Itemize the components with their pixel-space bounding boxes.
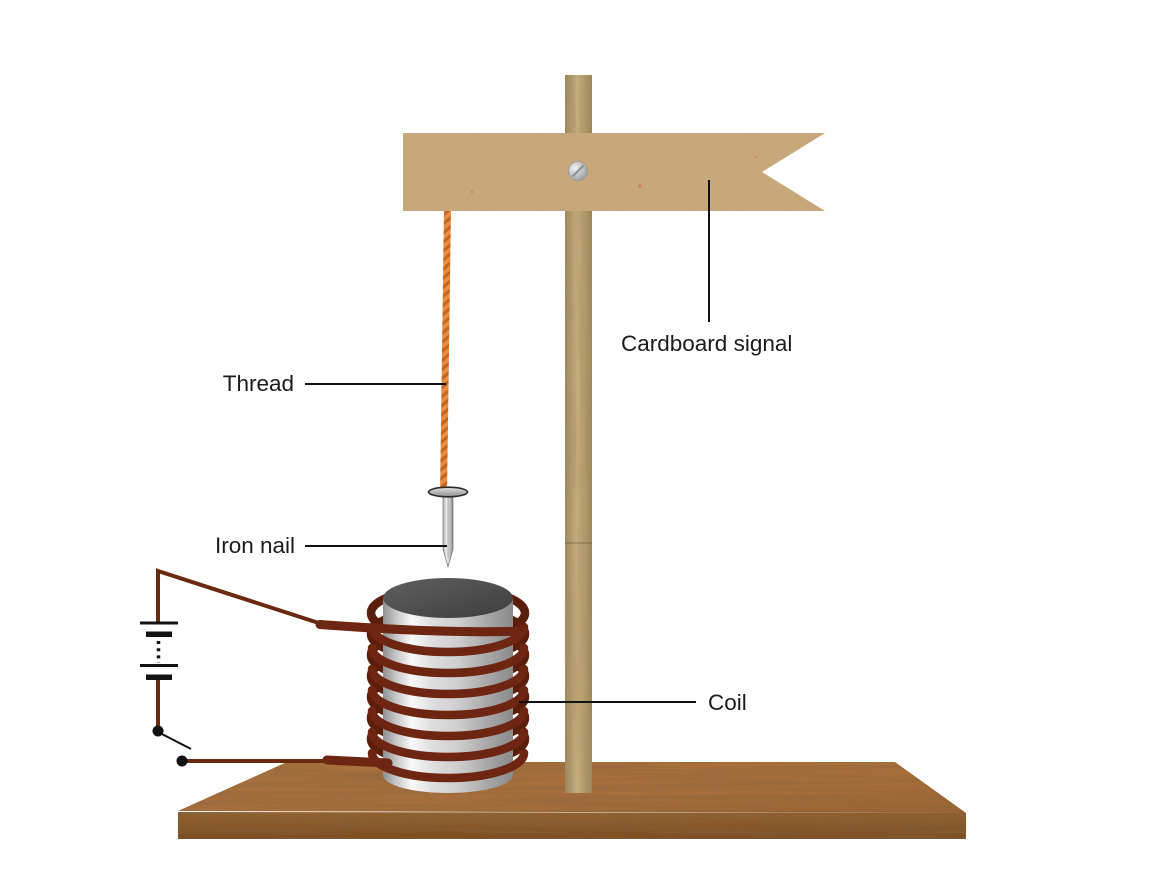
- coil-turn: [367, 727, 529, 762]
- coil-turn: [367, 643, 529, 678]
- iron-nail: [427, 486, 469, 569]
- label-iron-nail: Iron nail: [215, 533, 295, 558]
- coil-lead-bottom: [322, 755, 393, 768]
- pin-slot: [571, 164, 585, 178]
- nail-head: [427, 486, 469, 498]
- battery-plate-short: [146, 674, 172, 680]
- coil-turn: [367, 664, 529, 699]
- battery-plate-long: [140, 664, 178, 667]
- coil-turn: [367, 622, 529, 657]
- speck: [470, 190, 474, 194]
- switch-contact-dot: [176, 755, 188, 767]
- cardboard-signal: [403, 133, 825, 211]
- coil-turn: [367, 685, 529, 720]
- battery-plate-long: [140, 621, 178, 625]
- wire-top: [156, 568, 329, 628]
- label-thread: Thread: [223, 371, 294, 396]
- switch-open: [152, 725, 192, 767]
- label-cardboard-signal: Cardboard signal: [621, 331, 792, 356]
- cylinder-top-face: [383, 578, 513, 618]
- coil-lead-top: [315, 620, 527, 637]
- switch-arm: [159, 732, 192, 750]
- coil-turn: [367, 706, 529, 741]
- cardboard-flag: [403, 133, 825, 211]
- speck: [638, 184, 642, 188]
- circuit: [140, 568, 330, 767]
- label-coil: Coil: [708, 690, 747, 715]
- base-board-front: [178, 812, 966, 839]
- battery-symbol: [140, 621, 178, 680]
- battery-plate-short: [146, 631, 172, 637]
- thread: [440, 207, 451, 491]
- speck: [754, 155, 758, 159]
- coil: [315, 620, 529, 783]
